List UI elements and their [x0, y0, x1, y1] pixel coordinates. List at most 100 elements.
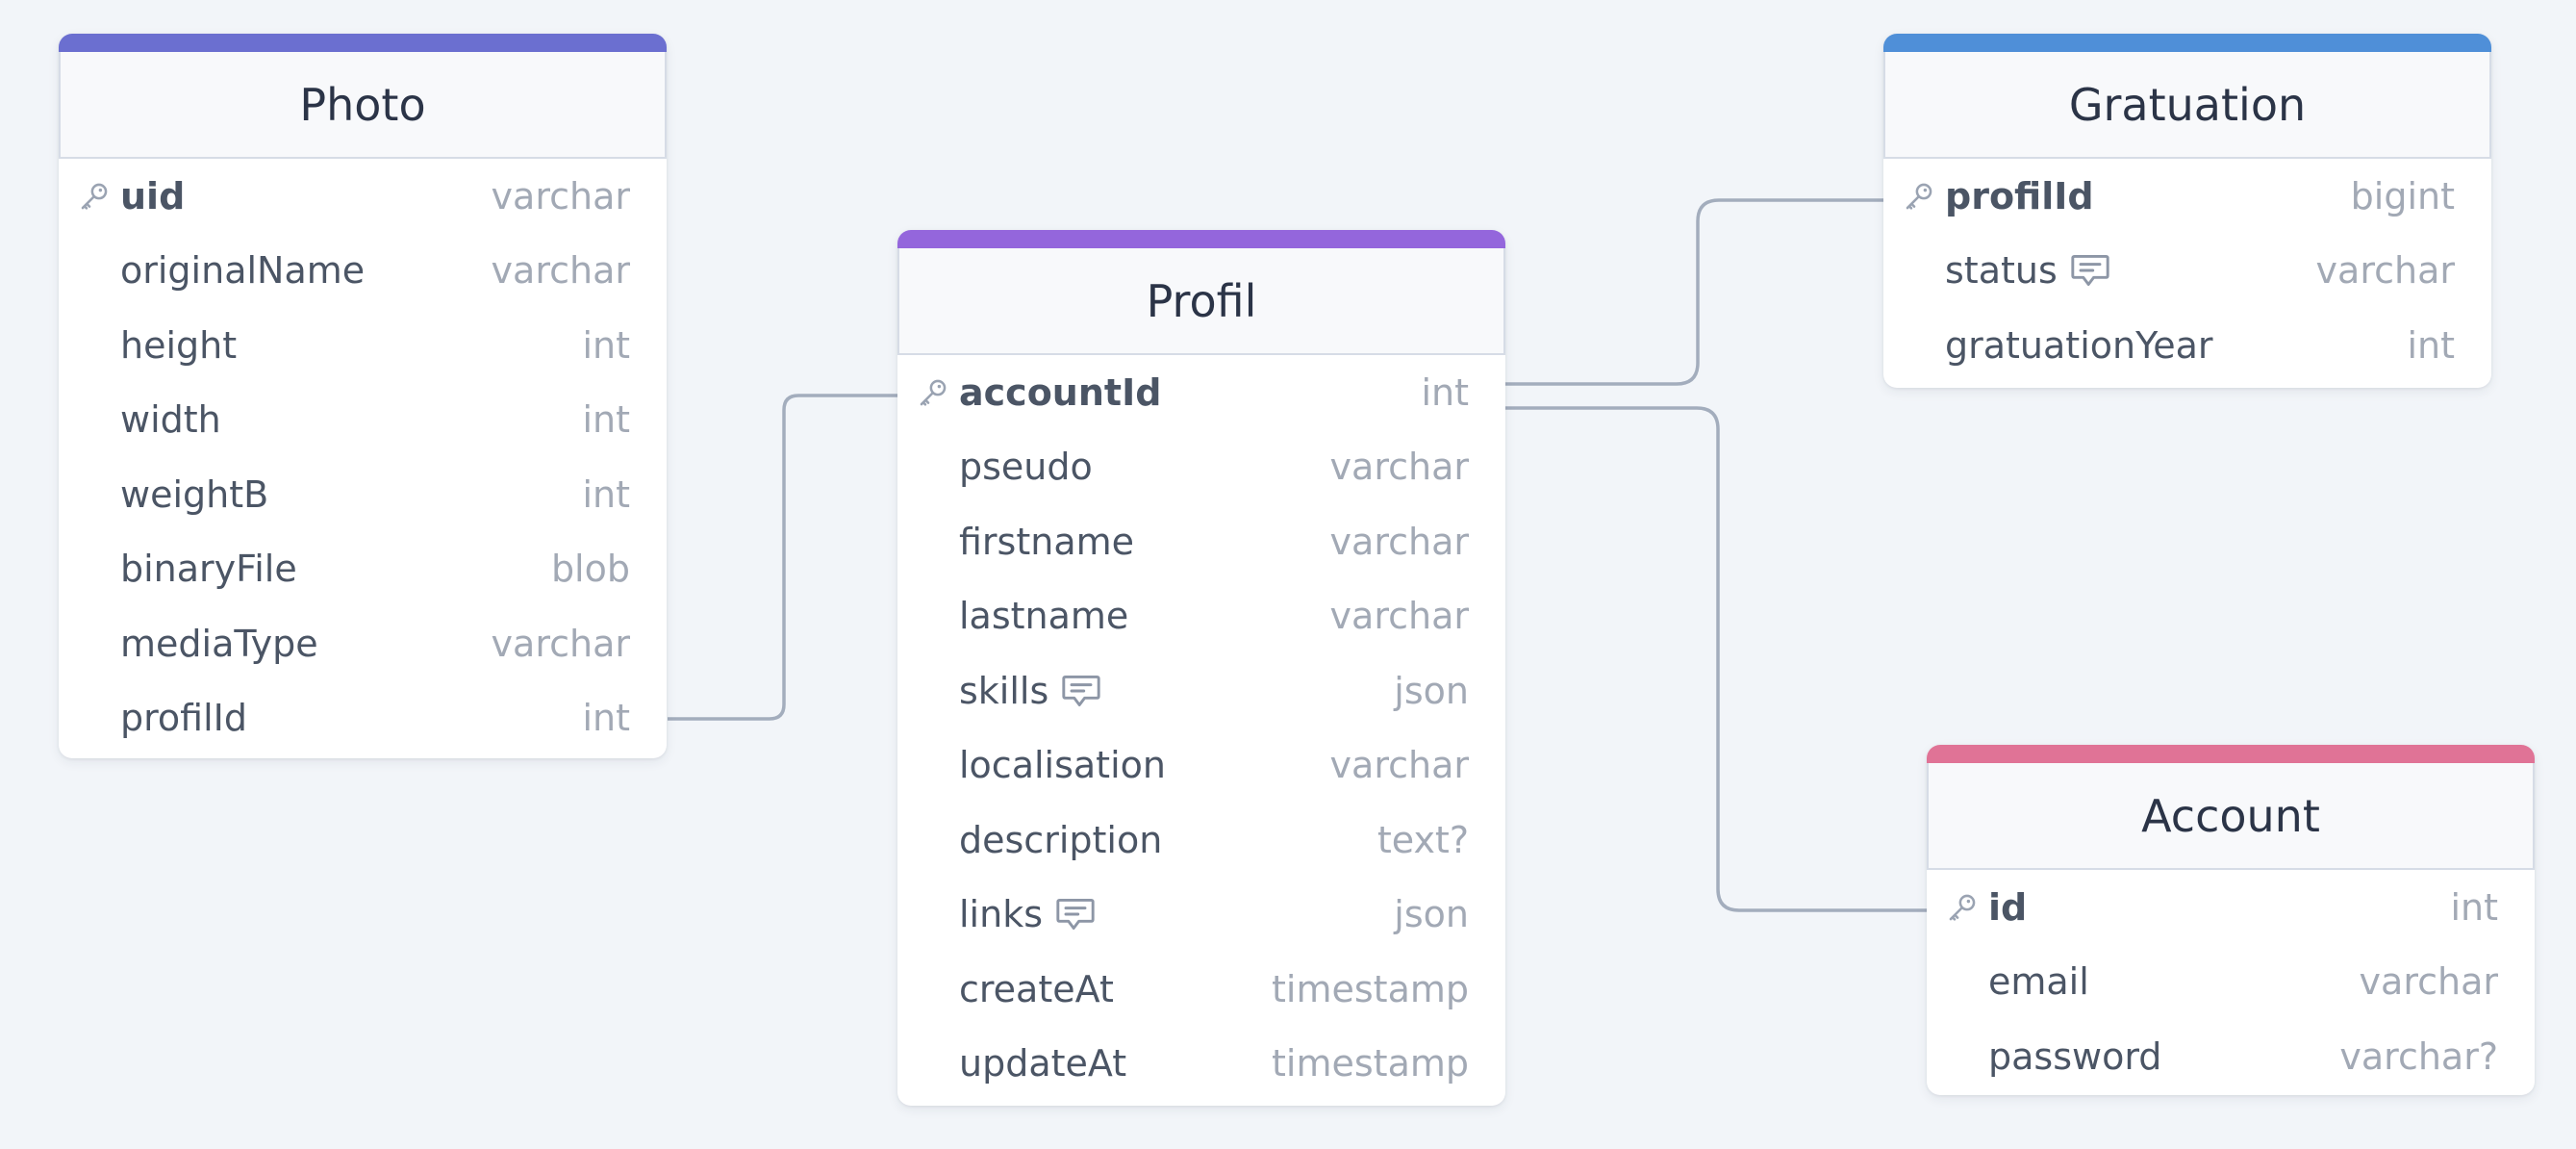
- field-row-firstname[interactable]: firstname varchar: [897, 504, 1505, 579]
- field-type: int: [582, 398, 630, 442]
- key-slot: [917, 819, 959, 861]
- table-accent-bar: [1883, 34, 2491, 52]
- table-title: Photo: [299, 78, 426, 131]
- field-type: varchar: [491, 174, 630, 217]
- key-slot: [78, 398, 120, 441]
- key-slot: [78, 697, 120, 739]
- field-name: password: [1988, 1034, 2162, 1078]
- field-name: width: [120, 398, 221, 442]
- key-slot: [78, 623, 120, 665]
- field-type: json: [1394, 669, 1469, 712]
- field-name: uid: [120, 174, 186, 217]
- field-name: email: [1988, 960, 2089, 1004]
- field-row-password[interactable]: password varchar?: [1927, 1019, 2535, 1094]
- field-name: localisation: [959, 744, 1166, 787]
- key-slot: [78, 473, 120, 516]
- table-header[interactable]: Profil: [897, 248, 1505, 355]
- field-name: createAt: [959, 967, 1114, 1010]
- key-slot: [917, 893, 959, 935]
- relation-photo-profilid-to-profil-accountid[interactable]: [668, 394, 897, 721]
- field-name: binaryFile: [120, 548, 297, 591]
- field-name: status: [1945, 249, 2058, 293]
- table-header[interactable]: Photo: [59, 52, 667, 159]
- key-icon: [1949, 894, 1976, 921]
- field-type: varchar: [1329, 520, 1469, 563]
- key-slot: [917, 371, 959, 414]
- field-type: varchar?: [2339, 1034, 2498, 1078]
- table-header[interactable]: Gratuation: [1883, 52, 2491, 159]
- field-name: originalName: [120, 249, 366, 293]
- field-name: id: [1988, 885, 2028, 929]
- field-type: bigint: [2350, 174, 2455, 217]
- field-row-lastname[interactable]: lastname varchar: [897, 579, 1505, 654]
- field-row-uid[interactable]: uid varchar: [59, 159, 667, 234]
- comment-icon[interactable]: [1054, 895, 1097, 933]
- field-row-skills[interactable]: skills json: [897, 653, 1505, 728]
- relation-profil-accountid-to-gratuation-profilid[interactable]: [1505, 198, 1883, 386]
- field-type: varchar: [2359, 960, 2498, 1004]
- field-type: text?: [1376, 818, 1469, 861]
- field-name: description: [959, 818, 1163, 861]
- field-name: profilId: [120, 697, 247, 740]
- field-row-profilid[interactable]: profilId bigint: [1883, 159, 2491, 234]
- field-type: timestamp: [1272, 1042, 1469, 1085]
- field-name: lastname: [959, 595, 1129, 638]
- field-row-profilid[interactable]: profilId int: [59, 681, 667, 756]
- key-slot: [917, 595, 959, 637]
- key-slot: [78, 548, 120, 590]
- table-title: Profil: [1146, 274, 1257, 327]
- field-type: int: [2407, 323, 2455, 367]
- field-type: varchar: [1329, 446, 1469, 489]
- key-slot: [78, 249, 120, 292]
- field-name: profilId: [1945, 174, 2094, 217]
- key-slot: [1903, 175, 1945, 217]
- field-name: skills: [959, 669, 1049, 712]
- field-type: varchar: [1329, 595, 1469, 638]
- field-name: mediaType: [120, 622, 318, 665]
- field-row-email[interactable]: email varchar: [1927, 945, 2535, 1020]
- key-slot: [917, 446, 959, 488]
- field-name: height: [120, 323, 238, 367]
- key-slot: [917, 968, 959, 1010]
- key-slot: [1946, 886, 1988, 929]
- field-row-description[interactable]: description text?: [897, 803, 1505, 878]
- key-slot: [1946, 1035, 1988, 1078]
- key-slot: [1946, 960, 1988, 1003]
- key-slot: [917, 521, 959, 563]
- field-name: weightB: [120, 472, 269, 516]
- relation-profil-accountid-to-account-id[interactable]: [1505, 406, 1927, 912]
- table-title: Gratuation: [2068, 78, 2307, 131]
- field-name: firstname: [959, 520, 1135, 563]
- table-accent-bar: [897, 230, 1505, 248]
- field-row-width[interactable]: width int: [59, 383, 667, 458]
- comment-icon[interactable]: [1060, 672, 1102, 710]
- comment-icon[interactable]: [2069, 251, 2111, 290]
- table-header[interactable]: Account: [1927, 763, 2535, 870]
- field-type: int: [582, 697, 630, 740]
- key-icon: [81, 183, 108, 210]
- key-slot: [78, 175, 120, 217]
- field-name: accountId: [959, 370, 1162, 414]
